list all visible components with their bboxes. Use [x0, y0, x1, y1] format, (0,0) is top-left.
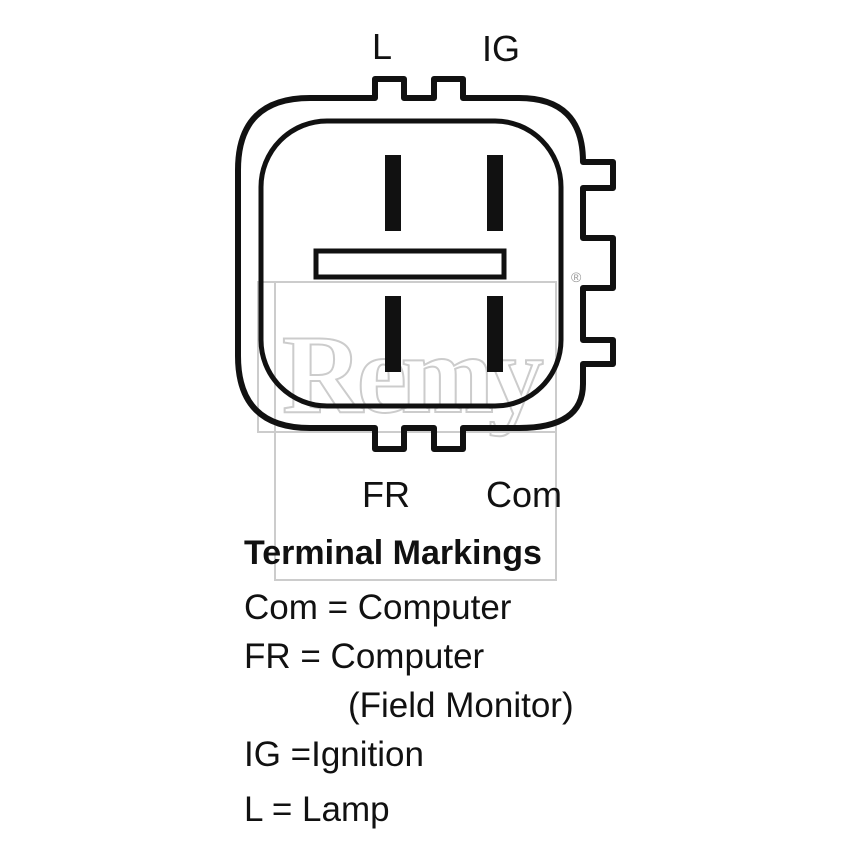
- terminal-label-fr: FR: [362, 474, 410, 515]
- terminal-label-ig: IG: [482, 28, 521, 69]
- legend-line-field-monitor: (Field Monitor): [348, 686, 574, 725]
- pin-top-right: [487, 155, 503, 231]
- legend-line-com: Com = Computer: [244, 588, 512, 627]
- terminal-label-l: L: [372, 26, 393, 67]
- connector-housing-outline: [235, 76, 616, 452]
- svg-text:Remy: Remy: [282, 313, 543, 437]
- legend-line-ig: IG =Ignition: [244, 735, 424, 774]
- pin-bottom-right: [487, 296, 503, 372]
- remy-watermark: Remy: [257, 281, 557, 581]
- registered-mark: ®: [571, 269, 582, 285]
- horizontal-key-bar: [313, 248, 507, 280]
- pin-bottom-left: [385, 296, 401, 372]
- terminal-markings-legend: Terminal Markings Com = Computer FR = Co…: [244, 536, 844, 841]
- terminal-label-com: Com: [486, 474, 563, 515]
- legend-line-l: L = Lamp: [244, 790, 390, 829]
- legend-title: Terminal Markings: [244, 534, 542, 572]
- connector-inner-cavity: [258, 118, 564, 409]
- legend-line-fr: FR = Computer: [244, 637, 485, 676]
- pin-top-left: [385, 155, 401, 231]
